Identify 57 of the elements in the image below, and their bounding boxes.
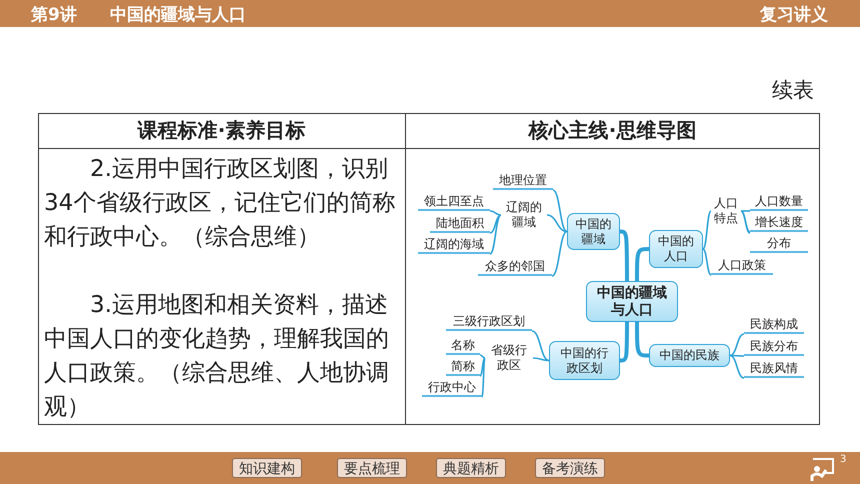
branch-line (635, 322, 650, 358)
branch-line (730, 354, 744, 357)
branch-line (702, 210, 712, 250)
branch-line (532, 357, 550, 362)
branch-line (730, 354, 744, 379)
branch-label: 名称 (446, 335, 480, 355)
branch-label: 省级行政区 (485, 341, 533, 375)
column-header: 课程标准·素养目标 (136, 117, 306, 144)
branch-label: 人口特点 (711, 195, 741, 227)
branch-line (479, 357, 486, 377)
branch-line (552, 230, 568, 277)
branch-line (552, 189, 568, 232)
topic-box: 中国的行政区划 (549, 341, 620, 380)
branch-line (532, 330, 550, 362)
nav-button: 备考演练 (535, 458, 605, 478)
nav-button: 要点梳理 (337, 458, 407, 478)
branch-line (490, 214, 502, 255)
branch-label: 民族风情 (744, 358, 804, 378)
branch-label: 三级行政区划 (446, 311, 532, 331)
section-title: 复习讲义 (760, 4, 828, 26)
branch-label: 辽阔的疆域 (501, 198, 547, 232)
nav-button: 典题精析 (436, 458, 506, 478)
lecture-title: 中国的疆域与人口 (110, 4, 246, 26)
branch-line (635, 247, 650, 281)
branch-line (741, 210, 750, 212)
branch-line (730, 333, 744, 356)
topic-box: 中国的疆域 (567, 213, 620, 250)
branch-label: 人口数量 (750, 191, 808, 211)
branch-label: 地理位置 (493, 170, 553, 190)
branch-line (481, 358, 486, 398)
branch-label: 简称 (446, 356, 480, 376)
branch-line (546, 214, 568, 232)
branch-label: 分布 (750, 233, 808, 253)
branch-line (702, 248, 712, 276)
branch-line (620, 322, 629, 362)
branch-label: 陆地面积 (430, 213, 490, 233)
branch-line (490, 214, 502, 234)
branch-label: 众多的邻国 (478, 256, 552, 276)
branch-line (480, 354, 486, 359)
continued-note: 续表 (772, 77, 814, 104)
branch-label: 领土四至点 (418, 191, 490, 211)
branch-line (490, 210, 502, 216)
column-header: 核心主线·思维导图 (527, 117, 698, 144)
branch-label: 行政中心 (422, 377, 482, 397)
standard-text: 2.运用中国行政区划图，识别34个省级行政区，记住它们的简称和行政中心。（综合思维） (44, 155, 396, 252)
central-topic-box: 中国的疆域与人口 (586, 281, 678, 322)
lecture-number: 第9讲 (31, 4, 77, 26)
branch-label: 辽阔的海域 (418, 234, 490, 254)
topic-box: 中国的民族 (649, 344, 730, 367)
nav-button: 知识建构 (232, 458, 302, 478)
topic-box: 中国的人口 (649, 230, 703, 268)
branch-label: 民族构成 (744, 314, 804, 334)
page-number: 3 (840, 454, 846, 466)
branch-label: 增长速度 (750, 212, 808, 232)
standard-text: 3.运用地图和相关资料，描述中国人口的变化趋势，理解我国的人口政策。（综合思维、人地协调观） (44, 291, 390, 422)
branch-label: 人口政策 (711, 255, 773, 275)
branch-label: 民族分布 (744, 336, 804, 356)
